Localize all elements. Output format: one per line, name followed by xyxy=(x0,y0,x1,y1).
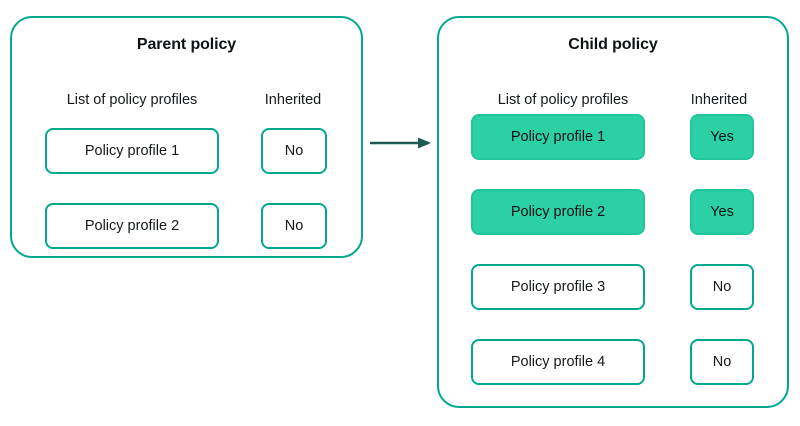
table-row: Policy profile 3 No xyxy=(439,264,787,310)
inherited-status-chip[interactable]: Yes xyxy=(690,114,754,160)
parent-policy-panel: Parent policy List of policy profiles In… xyxy=(10,16,363,258)
table-row: Policy profile 1 No xyxy=(12,128,361,174)
column-header-inherited: Inherited xyxy=(264,92,322,108)
column-header-profiles: List of policy profiles xyxy=(497,92,629,108)
inherited-status-chip[interactable]: Yes xyxy=(690,189,754,235)
table-row: Policy profile 2 No xyxy=(12,203,361,249)
policy-profile-chip[interactable]: Policy profile 3 xyxy=(471,264,645,310)
inherited-status-chip[interactable]: No xyxy=(261,203,327,249)
parent-policy-title: Parent policy xyxy=(136,36,237,53)
policy-profile-chip[interactable]: Policy profile 1 xyxy=(471,114,645,160)
column-header-inherited: Inherited xyxy=(690,92,748,108)
inherited-status-chip[interactable]: No xyxy=(690,339,754,385)
table-row: Policy profile 2 Yes xyxy=(439,189,787,235)
table-row: Policy profile 1 Yes xyxy=(439,114,787,160)
child-policy-title: Child policy xyxy=(568,36,658,53)
inherited-status-chip[interactable]: No xyxy=(690,264,754,310)
column-header-profiles: List of policy profiles xyxy=(66,92,198,108)
table-row: Policy profile 4 No xyxy=(439,339,787,385)
policy-profile-chip[interactable]: Policy profile 2 xyxy=(45,203,219,249)
child-policy-panel: Child policy List of policy profiles Inh… xyxy=(437,16,789,408)
child-column-headers: List of policy profiles Inherited xyxy=(439,92,787,112)
policy-profile-chip[interactable]: Policy profile 4 xyxy=(471,339,645,385)
inherited-status-chip[interactable]: No xyxy=(261,128,327,174)
policy-profile-chip[interactable]: Policy profile 2 xyxy=(471,189,645,235)
inheritance-arrow-icon xyxy=(370,137,431,149)
parent-column-headers: List of policy profiles Inherited xyxy=(12,92,361,112)
policy-profile-chip[interactable]: Policy profile 1 xyxy=(45,128,219,174)
